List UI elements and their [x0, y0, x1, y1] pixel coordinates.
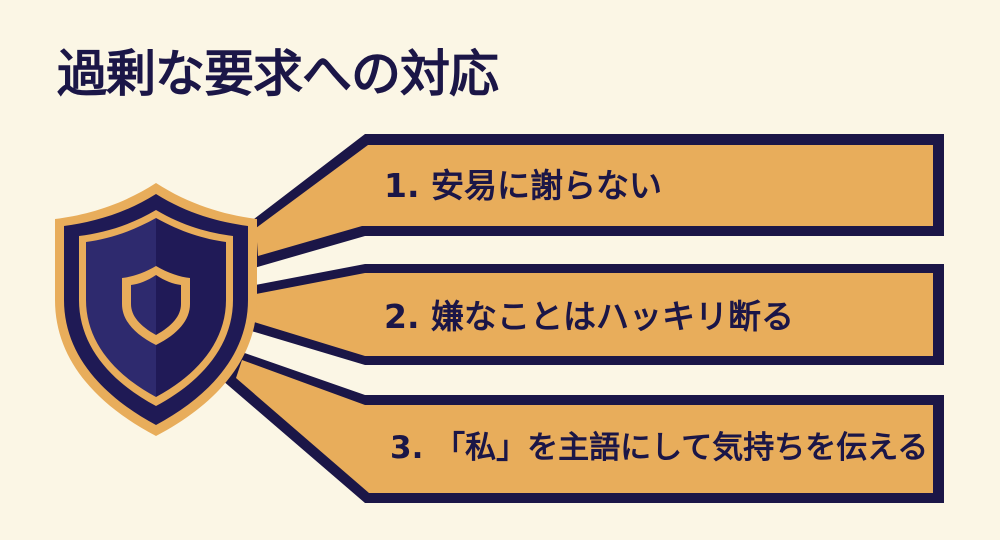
page-title: 過剰な要求への対応 — [57, 45, 499, 103]
item-2-label: 2. 嫌なことはハッキリ断る — [384, 297, 794, 336]
banner-2 — [248, 264, 944, 365]
banner-3 — [222, 350, 944, 503]
shield-icon — [55, 183, 257, 436]
item-3-label: 3. 「私」を主語にして気持ちを伝える — [390, 430, 929, 466]
banner-1 — [250, 134, 944, 268]
item-1-label: 1. 安易に謝らない — [384, 166, 662, 205]
